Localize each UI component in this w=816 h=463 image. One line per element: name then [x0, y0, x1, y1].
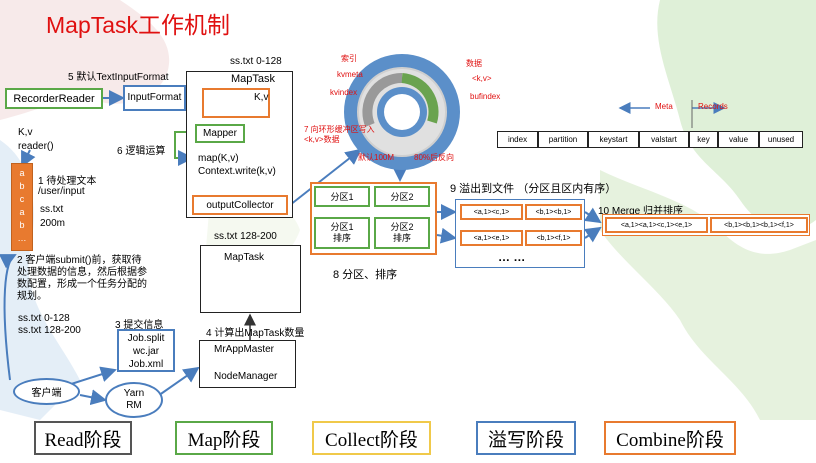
step9-label: 9 溢出到文件 （分区且区内有序）	[450, 183, 617, 195]
step5-label: 5 默认TextInputFormat	[68, 72, 169, 83]
input-format-box: InputFormat	[123, 85, 186, 111]
merge-cell-2: <b,1><b,1><b,1><f,1>	[710, 217, 808, 233]
partition2-sorted-label: 分区2 排序	[390, 222, 414, 243]
job-split-label: Job.split	[127, 333, 165, 344]
partition2-sorted-cell: 分区2 排序	[374, 217, 430, 249]
legend-spill: 溢写阶段	[476, 421, 576, 455]
ring-kvindex-label: kvindex	[330, 88, 358, 97]
records-label: Records	[698, 102, 728, 111]
app-master-label: MrAppMaster	[214, 344, 275, 355]
context-write-label: Context.write(k,v)	[198, 166, 276, 177]
meta-col-value: value	[718, 131, 759, 148]
recorder-reader-box: RecorderReader	[5, 88, 103, 109]
ring-kvmeta-label: kvmeta	[337, 70, 363, 79]
step1-size: 200m	[40, 218, 66, 229]
client-label: 客户端	[31, 388, 62, 399]
maptask2-box	[200, 245, 301, 313]
kv-box: K,v	[202, 88, 270, 118]
merge-cell-1: <a,1><a,1><c,1><e,1>	[605, 217, 708, 233]
step7-label: 7 向环形缓冲区写入<k,v>数据	[304, 125, 375, 144]
maptask-kv-label: K,v	[254, 92, 269, 103]
wc-jar-label: wc.jar	[132, 346, 160, 357]
ring-kv-label: <k,v>	[472, 74, 492, 83]
output-collector-box: outputCollector	[192, 195, 288, 215]
job-xml-label: Job.xml	[128, 359, 164, 370]
maptask1-range: ss.txt 0-128	[230, 56, 282, 67]
ring-index-label: 索引	[341, 54, 357, 63]
node-manager-label: NodeManager	[214, 371, 278, 382]
output-collector-label: outputCollector	[206, 199, 274, 211]
spill-row1-b: <b,1><b,1>	[525, 204, 582, 220]
step1-title: 1 待处理文本	[38, 176, 97, 187]
meta-label: Meta	[655, 102, 673, 111]
file-letter: a	[19, 207, 25, 217]
mapper-box: Mapper	[195, 124, 245, 143]
page-title: MapTask工作机制	[46, 12, 231, 38]
partition1-sorted-cell: 分区1 排序	[314, 217, 370, 249]
ring-reverse-label: 80%后反向	[414, 153, 455, 162]
step2-text: 2 客户端submit()前，获取待处理数据的信息，然后根据参数配置，形成一个任…	[17, 255, 147, 302]
file-letter: …	[17, 233, 27, 243]
input-format-label: InputFormat	[127, 92, 182, 103]
ring-bufindex-label: bufindex	[470, 92, 501, 101]
ring-default-size: 默认100M	[358, 153, 395, 162]
yarn-rm-label: Yarn RM	[123, 388, 145, 411]
step1-path: /user/input	[38, 186, 85, 197]
meta-col-unused: unused	[759, 131, 803, 148]
ring-data-label: 数据	[466, 59, 482, 68]
legend-map: Map阶段	[175, 421, 273, 455]
meta-col-keystart: keystart	[588, 131, 639, 148]
spill-row2-b: <b,1><f,1>	[525, 230, 582, 246]
yarn-rm-ellipse: Yarn RM	[105, 382, 163, 418]
file-letter: c	[19, 194, 25, 204]
partition2-cell: 分区2	[374, 186, 430, 207]
partition2-label: 分区2	[390, 192, 414, 202]
spill-ellipsis: … …	[498, 250, 526, 264]
file-letter: b	[19, 220, 25, 230]
meta-col-index: index	[497, 131, 538, 148]
maptask2-range: ss.txt 128-200	[214, 231, 277, 242]
meta-col-partition: partition	[538, 131, 588, 148]
file-letter: b	[19, 181, 25, 191]
partition1-sorted-label: 分区1 排序	[330, 222, 354, 243]
step8-label: 8 分区、排序	[333, 269, 398, 281]
spill-row1-a: <a,1><c,1>	[460, 204, 523, 220]
step10-label: 10 Merge 归并排序	[598, 206, 684, 217]
app-master-box	[199, 340, 296, 388]
step3-label: 3 提交信息	[115, 320, 164, 331]
maptask2-name: MapTask	[224, 252, 265, 263]
legend-collect: Collect阶段	[312, 421, 431, 455]
step6-label: 6 逻辑运算	[117, 146, 166, 157]
spill-row2-a: <a,1><e,1>	[460, 230, 523, 246]
job-files-box: Job.split wc.jar Job.xml	[117, 329, 175, 372]
meta-col-valstart: valstart	[639, 131, 689, 148]
maptask1-name: MapTask	[231, 73, 276, 85]
split1-label: ss.txt 0-128	[18, 313, 70, 324]
partition1-cell: 分区1	[314, 186, 370, 207]
ring-buffer	[344, 54, 460, 170]
map-call-label: map(K,v)	[198, 153, 239, 164]
legend-combine: Combine阶段	[604, 421, 736, 455]
file-letter: a	[19, 168, 25, 178]
client-ellipse: 客户端	[13, 378, 80, 405]
legend-read: Read阶段	[34, 421, 132, 455]
reader-kv-label: K,v	[18, 127, 33, 138]
partition1-label: 分区1	[330, 192, 354, 202]
reader-call-label: reader()	[18, 141, 54, 152]
step1-file: ss.txt	[40, 204, 64, 215]
split2-label: ss.txt 128-200	[18, 325, 81, 336]
step4-label: 4 计算出MapTask数量	[206, 328, 305, 339]
recorder-reader-label: RecorderReader	[13, 92, 95, 105]
mapper-label: Mapper	[203, 128, 237, 139]
meta-col-key: key	[689, 131, 718, 148]
